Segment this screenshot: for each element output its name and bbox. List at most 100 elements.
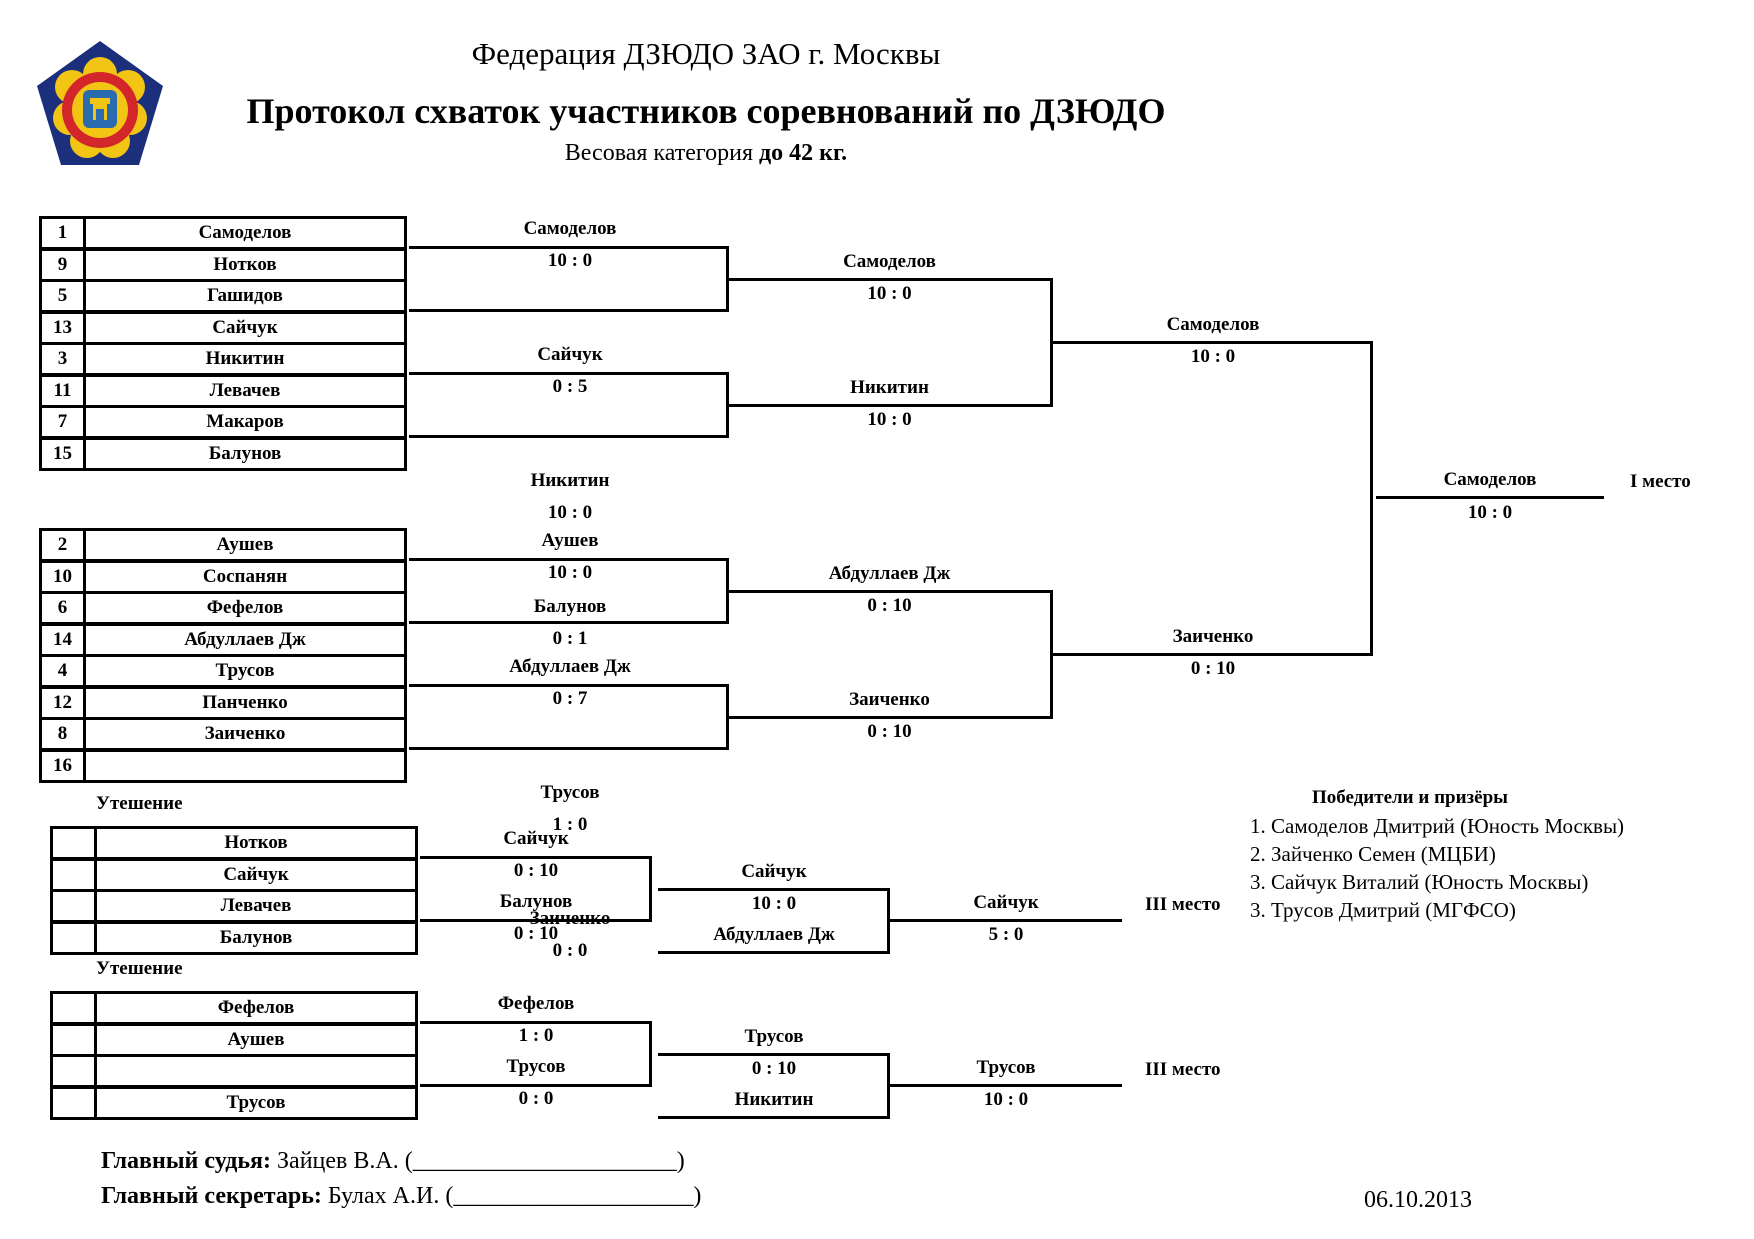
round2-winner: Самоделов	[843, 250, 936, 272]
r1-line-top	[409, 684, 729, 687]
seed-cell	[39, 748, 86, 783]
consolation-r3-winner: Сайчук	[973, 892, 1039, 913]
consolation-entry-name: Трусов	[226, 1091, 286, 1113]
r1-connector	[726, 684, 729, 750]
r3-line	[1053, 652, 1373, 656]
round1-score: 10 : 0	[547, 562, 593, 583]
seed-number: 7	[57, 411, 68, 432]
consolation-seed-cell	[50, 857, 97, 892]
seed-number: 5	[57, 285, 68, 306]
r2-line	[729, 403, 1050, 407]
consolation-seed-cell	[50, 1054, 97, 1088]
consolation-title: Утешение	[96, 958, 183, 979]
seed-number: 15	[53, 442, 72, 464]
entry-name: Гашидов	[207, 285, 283, 306]
consolation-seed-cell	[50, 1022, 97, 1057]
consolation-r2-line-top	[658, 887, 890, 891]
consolation-r2-connector	[887, 887, 890, 954]
third-place-label: III место	[1145, 1059, 1221, 1080]
consolation-r1-winner: Фефелов	[497, 993, 575, 1014]
round1-winner: Балунов	[533, 596, 607, 617]
entry-name: Трусов	[215, 660, 275, 681]
consolation-entry-cell	[94, 1085, 418, 1120]
r1-line-bottom	[409, 309, 729, 312]
consolation-r2-line-bottom	[658, 950, 890, 954]
round1-score: 0 : 0	[552, 940, 588, 961]
consolation-entry-name: Аушев	[227, 1028, 285, 1050]
entry-name: Балунов	[208, 442, 282, 464]
winners-list: 1. Самоделов Дмитрий (Юность Москвы) 2. …	[1250, 812, 1624, 924]
consolation-r1-score: 0 : 0	[518, 1088, 554, 1109]
entry-name: Заиченко	[204, 723, 286, 744]
round3-score: 10 : 0	[1190, 345, 1236, 367]
consolation-r3-score: 5 : 0	[988, 924, 1024, 945]
r1-line-top	[409, 246, 729, 249]
entry-name: Нотков	[213, 253, 277, 275]
seed-number: 10	[53, 565, 72, 587]
round1-score: 0 : 5	[552, 376, 588, 397]
consolation-seed-cell	[50, 826, 97, 860]
round2-winner: Абдуллаев Дж	[828, 562, 951, 584]
consolation-r1-score: 0 : 10	[513, 923, 559, 944]
consolation-entry-cell	[94, 857, 418, 892]
round2-winner: Никитин	[850, 376, 929, 398]
consolation-entry-name: Нотков	[224, 832, 288, 853]
entry-name: Сайчук	[212, 316, 278, 338]
chief-secretary-label: Главный секретарь:	[101, 1183, 322, 1209]
consolation-r3-winner: Трусов	[976, 1057, 1036, 1078]
entry-name: Фефелов	[206, 597, 284, 618]
round1-score: 10 : 0	[547, 502, 593, 523]
round1-winner: Абдуллаев Дж	[509, 656, 631, 677]
consolation-r2-opponent: Абдуллаев Дж	[713, 923, 835, 945]
r2-line	[729, 715, 1050, 719]
entry-cell	[83, 436, 407, 471]
round1-score: 10 : 0	[547, 250, 593, 271]
seed-number: 14	[53, 628, 72, 650]
r3-line	[1053, 340, 1373, 344]
r2-connector	[1050, 589, 1053, 719]
winner-line-2: 2. Зайченко Семен (МЦБИ)	[1250, 842, 1496, 866]
r1-line-top	[409, 372, 729, 375]
first-place-label: I место	[1630, 471, 1691, 492]
federation-name: Федерация ДЗЮДО ЗАО г. Москвы	[471, 36, 941, 71]
entry-name: Макаров	[206, 411, 284, 432]
consolation-entry-cell	[94, 920, 418, 955]
weight-category: Весовая категория до 42 кг.	[0, 140, 1412, 167]
chief-judge: Главный судья: Зайцев В.А. (____________…	[101, 1148, 685, 1175]
round1-winner: Заиченко	[410, 905, 730, 933]
seed-cell	[39, 717, 86, 751]
consolation-seed-cell	[50, 1085, 97, 1120]
final-line	[1376, 496, 1604, 499]
seed-number: 1	[57, 222, 68, 243]
consolation-r1-winner: Балунов	[499, 891, 573, 912]
round3-winner: Заиченко	[1172, 625, 1254, 647]
seed-number: 11	[53, 379, 72, 401]
r1-line-bottom	[409, 621, 729, 624]
round1-score: 0 : 1	[552, 628, 588, 649]
third-place-label: III место	[1145, 894, 1221, 915]
consolation-seed-cell	[50, 920, 97, 955]
seed-number: 12	[53, 691, 72, 713]
consolation-entry-name: Балунов	[219, 926, 293, 948]
round1-winner: Трусов	[540, 782, 600, 803]
seed-number: 4	[57, 660, 68, 681]
seed-number: 6	[57, 597, 68, 618]
r2-line	[729, 277, 1050, 281]
r1-line-bottom	[409, 747, 729, 750]
consolation-r1-connector	[649, 1021, 652, 1087]
entry-name	[83, 752, 407, 780]
consolation-r2-connector	[887, 1052, 890, 1119]
final-score: 10 : 0	[1467, 502, 1513, 523]
r2-connector	[1050, 277, 1053, 407]
winner-line-4: 3. Трусов Дмитрий (МГФСО)	[1250, 898, 1516, 922]
chief-secretary-value: Булах А.И. (____________________)	[321, 1183, 702, 1209]
entry-cell	[83, 748, 407, 783]
winners-title: Победители и призёры	[1311, 787, 1509, 808]
seed-number: 13	[53, 316, 72, 338]
consolation-r2-line-bottom	[658, 1115, 890, 1119]
round2-winner: Заиченко	[849, 688, 930, 710]
weight-category-label: Весовая категория	[564, 140, 754, 166]
entry-name: Левачев	[209, 379, 281, 401]
consolation-r3-line	[890, 919, 1122, 922]
seed-number: 16	[53, 754, 72, 776]
